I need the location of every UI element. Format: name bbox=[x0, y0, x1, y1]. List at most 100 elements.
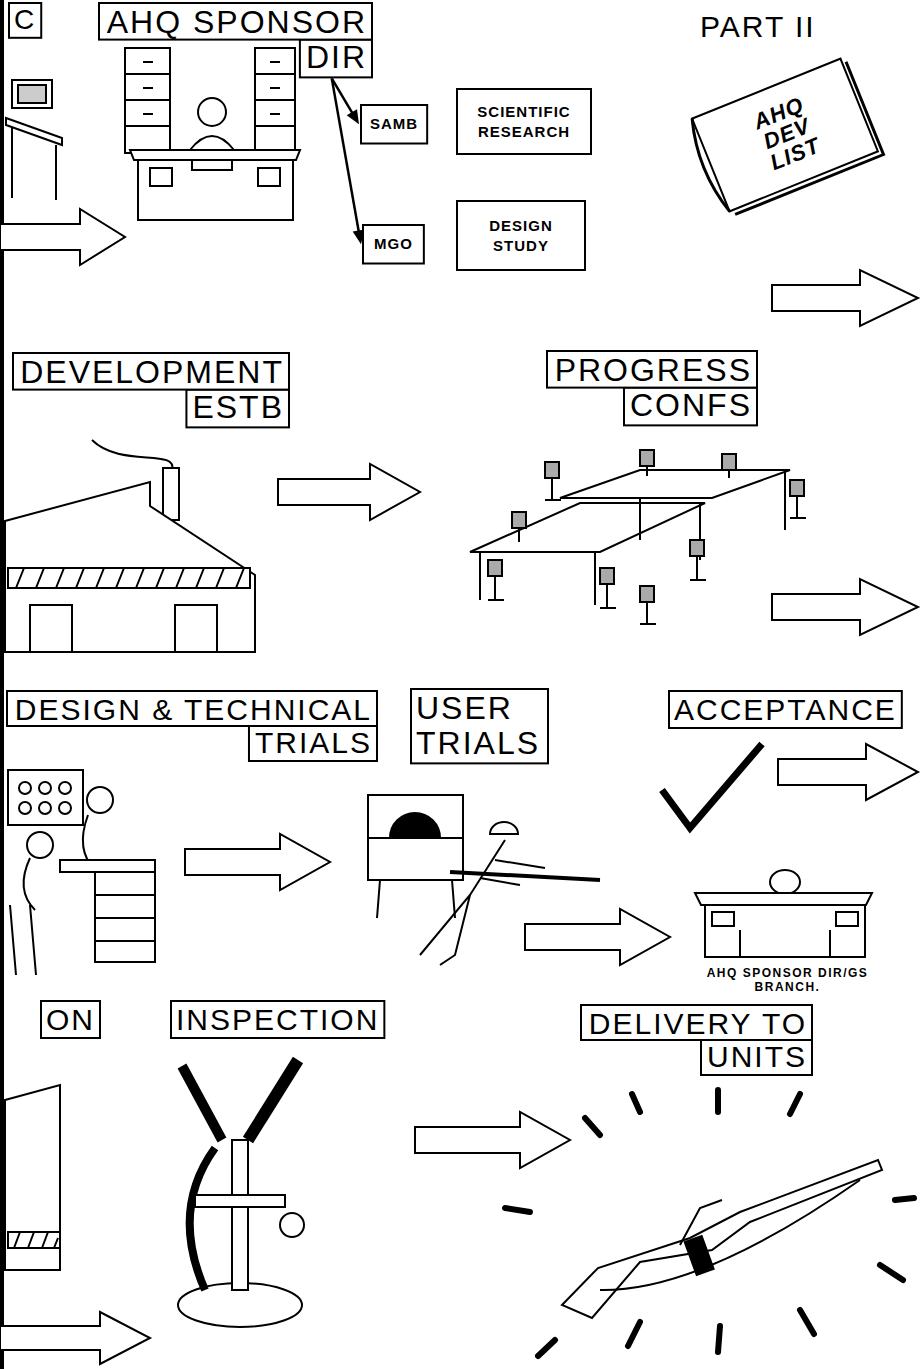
box-outline bbox=[41, 1001, 100, 1038]
soldier-sketch bbox=[420, 840, 545, 965]
connector-arrow bbox=[332, 78, 365, 244]
technicians-sketch bbox=[39, 782, 51, 794]
sponsor-desk-sketch bbox=[125, 48, 300, 220]
stage-box: USER TRIALS bbox=[410, 688, 549, 764]
desk-caption: AHQ SPONSOR DIR/GS BRANCH. bbox=[700, 966, 875, 995]
flow-arrow bbox=[0, 1312, 150, 1364]
sponsor-desk-sketch bbox=[198, 98, 226, 126]
box-text: C bbox=[14, 4, 36, 35]
sponsor-desk-sketch bbox=[255, 62, 295, 126]
factory-sketch bbox=[175, 605, 217, 652]
stage-box: DEVELOPMENT ESTB bbox=[12, 352, 290, 428]
box-outline bbox=[456, 200, 586, 271]
stage-box: DELIVERY TO UNITS bbox=[580, 1004, 813, 1076]
conference-table-sketch bbox=[640, 602, 656, 624]
sponsor-desk-sketch bbox=[130, 150, 300, 160]
conference-table-sketch bbox=[728, 470, 730, 478]
sponsor-desk-sketch bbox=[125, 62, 170, 126]
conference-table-sketch bbox=[600, 584, 616, 608]
microscope-sketch bbox=[190, 1148, 215, 1290]
rifle-sketch bbox=[562, 1160, 882, 1318]
technicians-sketch bbox=[8, 770, 83, 825]
factory-sketch bbox=[5, 440, 255, 652]
flow-arrow bbox=[0, 209, 125, 265]
microscope-sketch bbox=[232, 1140, 248, 1290]
check-mark bbox=[662, 744, 762, 828]
stage-box: PROGRESS CONFS bbox=[546, 350, 758, 426]
sponsor-desk-sketch bbox=[192, 160, 232, 170]
stage-box: AHQ SPONSOR DIR bbox=[98, 2, 373, 78]
technicians-sketch bbox=[87, 787, 113, 813]
technicians-sketch bbox=[39, 802, 51, 814]
technicians-sketch bbox=[27, 832, 53, 858]
technicians-sketch bbox=[19, 802, 31, 814]
box-outline bbox=[457, 201, 585, 270]
factory-sketch bbox=[14, 1232, 58, 1248]
acceptance-desk-sketch bbox=[695, 870, 872, 957]
box-outline bbox=[363, 225, 424, 264]
microscope-sketch bbox=[195, 1195, 285, 1207]
factory-sketch bbox=[8, 1232, 60, 1248]
computer-desk-sketch bbox=[12, 128, 56, 200]
arrow-head bbox=[347, 109, 359, 124]
box-text: ON bbox=[46, 1003, 95, 1036]
sponsor-desk-sketch bbox=[255, 48, 295, 153]
flow-arrow bbox=[772, 270, 918, 326]
technicians-sketch bbox=[59, 802, 71, 814]
conference-table-sketch bbox=[722, 454, 736, 470]
box-outline bbox=[411, 689, 548, 763]
acceptance-desk-sketch bbox=[695, 893, 872, 905]
technicians-sketch bbox=[24, 858, 35, 910]
microscope-sketch bbox=[182, 1066, 222, 1140]
box-text: INSPECTION bbox=[176, 1003, 379, 1036]
box-outline bbox=[171, 1001, 384, 1038]
acceptance-desk-sketch bbox=[705, 905, 865, 957]
factory-sketch bbox=[16, 568, 244, 588]
soldier-sketch bbox=[490, 822, 518, 834]
factory-sketch bbox=[5, 1085, 60, 1270]
target-sketch bbox=[368, 837, 463, 839]
page-edge bbox=[0, 0, 4, 1369]
conference-table-sketch bbox=[600, 568, 614, 584]
stage-box: ACCEPTANCE bbox=[668, 690, 903, 729]
sponsor-desk-sketch bbox=[190, 136, 234, 150]
box-text: AHQ SPONSOR DIR bbox=[107, 4, 367, 75]
computer-desk-sketch bbox=[12, 80, 52, 108]
flow-arrow bbox=[415, 1112, 570, 1168]
stage-box: ON bbox=[40, 1000, 101, 1039]
conference-table-sketch bbox=[488, 576, 504, 600]
target-sketch bbox=[377, 880, 455, 918]
conference-table-sketch bbox=[790, 496, 806, 518]
conference-table-sketch bbox=[518, 528, 520, 542]
part-heading: PART II bbox=[700, 10, 816, 43]
target-sketch bbox=[368, 795, 463, 880]
box-text: DEVELOPMENT ESTB bbox=[20, 354, 284, 425]
stage-box: C bbox=[8, 2, 42, 39]
factory-sketch bbox=[163, 468, 179, 520]
target-sketch bbox=[368, 795, 463, 918]
flow-arrow bbox=[185, 834, 330, 890]
computer-desk-sketch bbox=[18, 85, 46, 103]
rifle-sketch bbox=[505, 1090, 914, 1356]
box-text: SAMB bbox=[370, 115, 418, 132]
technicians-sketch bbox=[19, 782, 31, 794]
stage-box: DESIGN & TECHNICAL TRIALS bbox=[6, 690, 378, 762]
conference-table-sketch bbox=[470, 503, 705, 552]
conference-table-sketch bbox=[646, 466, 648, 476]
soldier-sketch bbox=[420, 822, 600, 965]
book-sketch bbox=[692, 59, 878, 212]
microscope-sketch bbox=[178, 1060, 304, 1327]
microscope-sketch bbox=[280, 1213, 304, 1237]
sponsor-desk-sketch bbox=[125, 48, 170, 153]
box-outline bbox=[457, 89, 591, 154]
technicians-sketch bbox=[59, 782, 71, 794]
factory-sketch bbox=[92, 440, 172, 470]
acceptance-desk-sketch bbox=[712, 912, 734, 926]
technicians-sketch bbox=[10, 895, 155, 975]
conference-table-sketch bbox=[512, 512, 526, 528]
conference-table-sketch bbox=[690, 556, 706, 580]
flow-arrow bbox=[772, 579, 918, 635]
computer-desk-sketch bbox=[6, 80, 62, 200]
process-box: SAMB bbox=[360, 104, 428, 145]
